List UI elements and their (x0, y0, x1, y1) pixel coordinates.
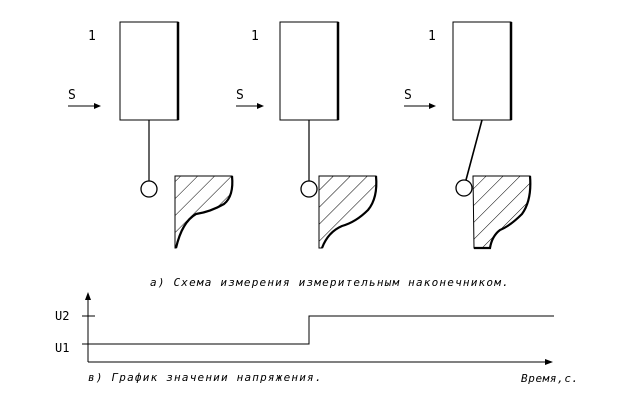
panel-3-feed-arrow (404, 103, 436, 109)
panel-3-probe-tip (455, 179, 473, 197)
time-axis-label: Время,с. (521, 372, 579, 385)
panel-2-feed-label: S (236, 88, 244, 103)
panel-2-probe-tip (300, 180, 318, 198)
panel-3-sensor-body (452, 21, 512, 121)
panel-2-number-label: 1 (251, 29, 259, 44)
panel-3-feed-label: S (404, 88, 412, 103)
time-axis (88, 359, 553, 365)
panel-1-probe-tip (140, 180, 158, 198)
panel-1-sensor-body (119, 21, 179, 121)
voltage-graph: U2 U1 в) График значении напряжения. Вре… (55, 292, 579, 385)
panel-1-feed-arrow (68, 103, 101, 109)
voltage-step-line (88, 315, 554, 345)
panel-1-number-label: 1 (88, 29, 96, 44)
scheme-panel-1: 1 S (68, 21, 234, 249)
panel-3-workpiece-profile (472, 175, 531, 249)
panel-2-sensor-body (279, 21, 339, 121)
voltage-axis (85, 292, 91, 362)
scheme-panel-2: 1 S (236, 21, 378, 249)
voltage-graph-caption: в) График значении напряжения. (88, 371, 323, 384)
panel-1-feed-label: S (68, 88, 76, 103)
panel-3-number-label: 1 (428, 29, 436, 44)
scheme-panel-3: 1 S (404, 21, 532, 250)
panel-3-probe-rod (465, 119, 483, 181)
level-high-label: U2 (55, 309, 69, 323)
panel-2-feed-arrow (236, 103, 264, 109)
scheme-caption: а) Схема измерения измерительным наконеч… (150, 276, 510, 289)
level-low-label: U1 (55, 341, 69, 355)
